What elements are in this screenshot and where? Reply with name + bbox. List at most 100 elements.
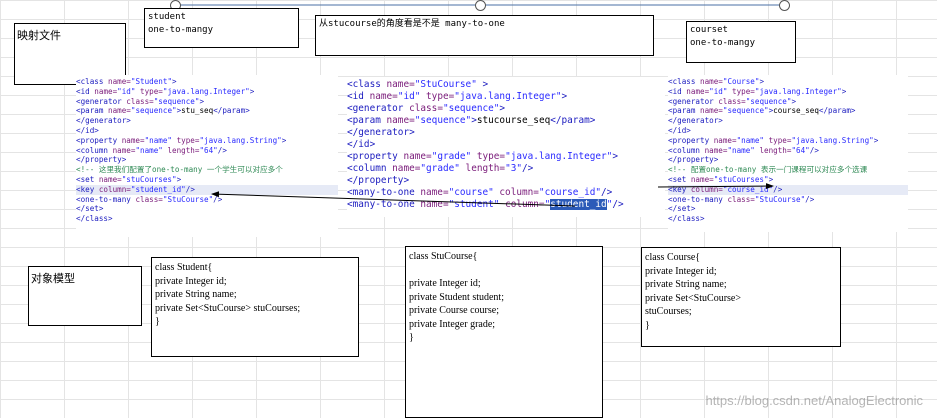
- watermark: https://blog.csdn.net/AnalogElectronic: [705, 393, 923, 408]
- xml-token: "id": [709, 86, 728, 96]
- xml-token: "sequence": [414, 115, 472, 126]
- course-class-model: class Course{ private Integer id; privat…: [641, 247, 841, 347]
- xml-token: >: [249, 86, 255, 96]
- xml-token: />: [601, 187, 613, 198]
- xml-token: </param>: [550, 115, 596, 126]
- xml-token: "name": [727, 145, 755, 155]
- xml-token: <class: [76, 77, 109, 86]
- xml-token: >: [759, 77, 765, 86]
- xml-token: >: [873, 135, 879, 145]
- xml-token: "sequence": [745, 96, 792, 106]
- xml-token: >: [476, 79, 489, 90]
- xml-token: >: [172, 77, 177, 86]
- xml-token: "64": [791, 145, 810, 155]
- xml-token: >: [791, 96, 797, 106]
- xml-line: </set>: [668, 204, 908, 214]
- xml-line: <property name="name" type="java.lang.St…: [76, 136, 338, 146]
- xml-token: <one-to-many: [76, 194, 136, 204]
- xml-token: <!-- 配置one-to-many 表示一门课程可以对应多个选课: [668, 165, 868, 175]
- student-class-model: class Student{ private Integer id; priva…: [151, 257, 359, 357]
- xml-token: class=: [126, 96, 154, 106]
- xml-token: </id>: [347, 139, 376, 150]
- xml-token: >: [471, 115, 477, 126]
- xml-token: />: [612, 199, 624, 210]
- xml-token: "StuCourse": [754, 194, 806, 204]
- xml-token: name=: [420, 187, 449, 198]
- xml-token: />: [805, 194, 815, 204]
- xml-token: </param>: [213, 106, 250, 116]
- xml-token: >: [199, 96, 205, 106]
- xml-token: </generator>: [347, 127, 415, 138]
- xml-token: "StuCourse": [414, 79, 477, 90]
- xml-token: />: [809, 145, 819, 155]
- xml-token: "course_id": [722, 184, 774, 194]
- xml-line: <key column="student_id"/>: [76, 184, 338, 195]
- xml-line: <generator class="sequence">: [668, 97, 908, 107]
- xml-token: >: [561, 91, 568, 102]
- xml-token: </generator>: [668, 116, 723, 126]
- xml-line: <id name="id" type="java.lang.Integer">: [347, 91, 665, 103]
- xml-token: name=: [386, 79, 415, 90]
- xml-token: name=: [713, 135, 737, 145]
- xml-line: <id name="id" type="java.lang.Integer">: [668, 87, 908, 97]
- xml-token: >: [499, 103, 506, 114]
- selected-text: student_id: [550, 199, 607, 210]
- stucourse-mapping-xml: <class name="StuCourse" ><id name="id" t…: [347, 77, 665, 217]
- xml-token: name=: [98, 174, 122, 184]
- xml-token: <column: [347, 163, 393, 174]
- xml-token: <generator: [347, 103, 410, 114]
- xml-token: ": [606, 199, 613, 210]
- xml-token: "StuCourse": [162, 194, 214, 204]
- xml-token: />: [522, 163, 534, 174]
- xml-token: name=: [700, 77, 723, 86]
- xml-line: </id>: [668, 126, 908, 136]
- xml-token: "Course": [722, 77, 760, 86]
- xml-token: "java.lang.String": [199, 135, 282, 145]
- xml-line: <key column="course_id"/>: [668, 184, 908, 195]
- xml-token: length=: [162, 145, 200, 155]
- mapping-file-label: 映射文件: [14, 23, 126, 85]
- xml-token: "java.lang.Integer": [162, 86, 250, 96]
- xml-token: </id>: [76, 125, 99, 135]
- xml-token: <key: [668, 184, 691, 194]
- xml-line: </property>: [76, 155, 338, 165]
- xml-token: </set>: [668, 204, 696, 214]
- xml-token: name=: [112, 145, 136, 155]
- xml-token: course_seq: [773, 106, 819, 116]
- connector-handle-right[interactable]: [779, 0, 790, 11]
- xml-token: </property>: [347, 175, 410, 186]
- xml-token: class=: [409, 103, 443, 114]
- xml-token: <param: [76, 106, 109, 116]
- xml-token: name=: [369, 91, 398, 102]
- xml-token: <property: [668, 135, 714, 145]
- xml-line: <generator class="sequence">: [347, 103, 665, 115]
- course-note: courset one-to-mangy: [686, 21, 796, 63]
- xml-token: type=: [135, 86, 163, 96]
- xml-token: <param: [668, 106, 701, 116]
- xml-token: <many-to-one: [347, 187, 421, 198]
- xml-token: "course": [448, 187, 494, 198]
- xml-line: <column name="name" length="64"/>: [668, 146, 908, 156]
- xml-token: >: [841, 86, 847, 96]
- connector-handle-middle[interactable]: [475, 0, 486, 11]
- xml-token: name=: [121, 135, 145, 145]
- xml-token: />: [185, 184, 195, 194]
- xml-token: <id: [668, 86, 687, 96]
- xml-token: <set: [668, 174, 691, 184]
- xml-token: "id": [397, 91, 421, 102]
- xml-token: type=: [172, 135, 200, 145]
- xml-token: type=: [471, 151, 506, 162]
- xml-token: name=: [108, 77, 131, 86]
- xml-token: >: [176, 174, 182, 184]
- xml-token: "grade": [431, 151, 472, 162]
- xml-line: <one-to-many class="StuCourse"/>: [668, 195, 908, 205]
- xml-token: stucourse_seq: [476, 115, 551, 126]
- xml-line: </set>: [76, 204, 338, 214]
- xml-line: <class name="Course">: [668, 77, 908, 87]
- xml-token: "stuCourses": [121, 174, 177, 184]
- xml-line: <column name="grade" length="3"/>: [347, 163, 665, 175]
- stucourse-question-note: 从stucourse的角度看是不是 many-to-one: [315, 15, 654, 56]
- xml-token: class=: [727, 194, 755, 204]
- xml-token: name=: [108, 106, 131, 116]
- xml-token: "name": [736, 135, 765, 145]
